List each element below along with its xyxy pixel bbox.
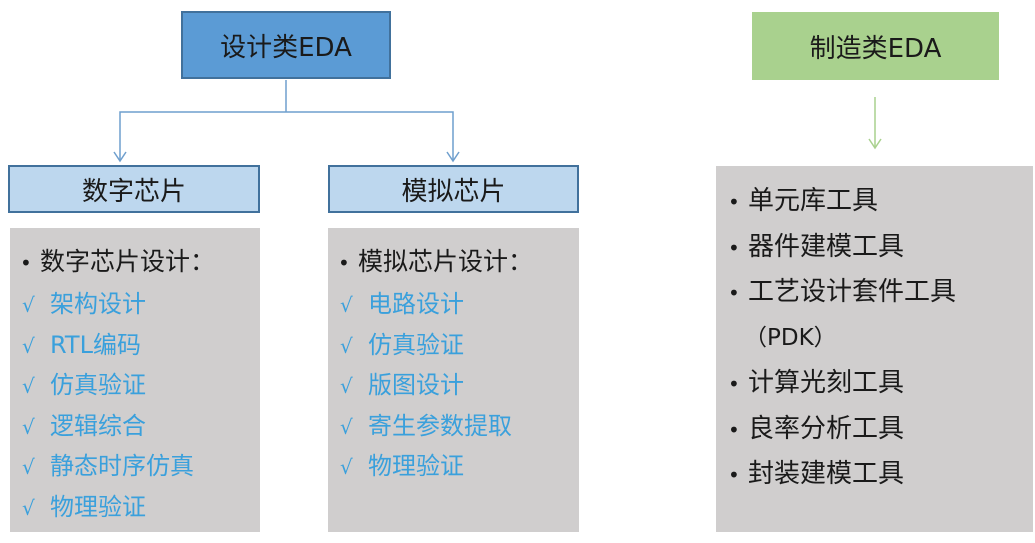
bullet-icon: •	[338, 251, 350, 275]
list-item-text: 工艺设计套件工具	[748, 277, 957, 307]
check-icon: √	[340, 374, 353, 398]
list-item-text: 电路设计	[368, 290, 464, 318]
list-item: • 器件建模工具	[728, 225, 1033, 271]
check-icon: √	[340, 414, 353, 439]
design-branch-connector	[119, 80, 454, 160]
list-item-text: 架构设计	[50, 290, 146, 318]
check-icon: √	[22, 374, 35, 398]
list-item-text: 物理验证	[368, 452, 464, 480]
analog-chip-header: 模拟芯片	[328, 165, 579, 213]
manufacturing-eda-label: 制造类EDA	[809, 33, 942, 64]
check-icon: √	[340, 333, 353, 358]
manufacturing-arrow	[868, 97, 882, 150]
digital-chip-heading-text: 数字芯片设计：	[40, 247, 216, 276]
list-item-text: 器件建模工具	[748, 231, 905, 262]
check-icon: √	[22, 455, 35, 479]
digital-chip-header: 数字芯片	[8, 165, 260, 213]
bullet-icon: •	[728, 190, 740, 214]
check-icon: √	[22, 414, 35, 439]
check-icon: √	[22, 293, 35, 317]
list-item: • 良率分析工具	[728, 407, 1033, 453]
list-item-text: 逻辑综合	[50, 411, 146, 440]
list-item-text: 静态时序仿真	[50, 452, 194, 480]
list-item: • 计算光刻工具	[728, 361, 1033, 407]
list-item-text: 版图设计	[368, 371, 464, 399]
list-item-text: 单元库工具	[748, 186, 879, 216]
list-item-text: （PDK）	[744, 324, 837, 351]
arrowhead-digital	[113, 151, 127, 163]
bullet-icon: •	[20, 251, 32, 275]
list-item: √ 电路设计	[338, 284, 579, 325]
list-item: √ 物理验证	[20, 487, 260, 528]
check-icon: √	[340, 293, 353, 317]
list-item-text: 仿真验证	[368, 330, 464, 359]
digital-chip-label: 数字芯片	[81, 176, 186, 207]
list-item: √ 逻辑综合	[20, 406, 260, 447]
check-icon: √	[340, 455, 353, 479]
bullet-icon: •	[728, 281, 740, 305]
design-eda-label: 设计类EDA	[220, 32, 352, 63]
analog-chip-heading-text: 模拟芯片设计：	[358, 247, 534, 276]
check-icon: √	[22, 333, 35, 358]
list-item-continuation: （PDK）	[728, 316, 1033, 362]
bullet-icon: •	[728, 417, 740, 442]
list-item-text: 寄生参数提取	[368, 411, 512, 440]
list-item: √ 寄生参数提取	[338, 406, 579, 447]
list-item-text: RTL编码	[50, 330, 141, 359]
analog-chip-panel: • 模拟芯片设计： √ 电路设计 √ 仿真验证 √ 版图设计 √ 寄生参数提取 √ 物理验证	[328, 228, 579, 532]
list-item-text: 物理验证	[50, 492, 146, 521]
analog-chip-heading: • 模拟芯片设计：	[338, 240, 579, 284]
digital-chip-panel: • 数字芯片设计： √ 架构设计 √ RTL编码 √ 仿真验证 √ 逻辑综合 √ 静态时序仿…	[10, 228, 260, 532]
list-item: • 单元库工具	[728, 179, 1033, 225]
list-item: √ RTL编码	[20, 325, 260, 366]
design-eda-box: 设计类EDA	[181, 11, 391, 79]
list-item: • 封装建模工具	[728, 452, 1033, 498]
check-icon: √	[22, 495, 35, 520]
list-item: √ 物理验证	[338, 446, 579, 487]
analog-chip-label: 模拟芯片	[401, 176, 506, 207]
bullet-icon: •	[728, 235, 740, 260]
bullet-icon: •	[728, 372, 740, 396]
list-item: √ 仿真验证	[338, 325, 579, 366]
list-item-text: 仿真验证	[50, 371, 146, 399]
bullet-icon: •	[728, 463, 740, 487]
arrowhead-analog	[446, 151, 460, 163]
digital-chip-heading: • 数字芯片设计：	[20, 240, 260, 284]
list-item-text: 良率分析工具	[748, 413, 905, 444]
list-item: √ 架构设计	[20, 284, 260, 325]
list-item: √ 仿真验证	[20, 365, 260, 406]
manufacturing-eda-box: 制造类EDA	[752, 12, 999, 80]
manufacturing-eda-panel: • 单元库工具 • 器件建模工具 • 工艺设计套件工具 （PDK） • 计算光刻工具 •…	[716, 166, 1033, 532]
list-item-text: 封装建模工具	[748, 459, 905, 489]
list-item: • 工艺设计套件工具	[728, 270, 1033, 316]
list-item: √ 静态时序仿真	[20, 446, 260, 487]
list-item-text: 计算光刻工具	[748, 368, 905, 398]
list-item: √ 版图设计	[338, 365, 579, 406]
